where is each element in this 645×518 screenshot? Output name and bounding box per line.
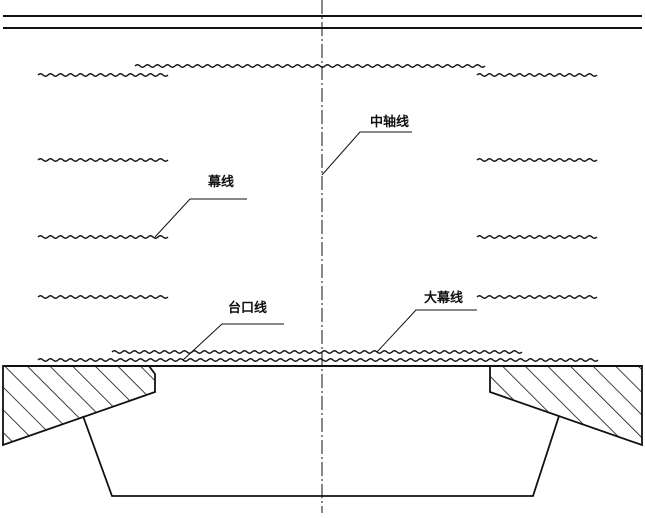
label-curtain-line: 幕线 xyxy=(207,174,234,190)
curtain-line-left-3 xyxy=(37,235,169,239)
curtain-line-left-1 xyxy=(37,73,169,77)
label-center-axis: 中轴线 xyxy=(370,114,409,130)
curtain-line-right-2 xyxy=(476,158,598,162)
leader-curtain-line xyxy=(154,198,247,238)
stage-edge-wave-line xyxy=(37,358,599,362)
curtain-line-left-4 xyxy=(37,295,169,299)
curtain-line-left-2 xyxy=(37,158,169,162)
curtain-line-right-3 xyxy=(476,235,598,239)
curtain-lines-group xyxy=(37,64,599,362)
left-wall-hatched xyxy=(2,365,156,447)
label-stage-edge-line: 台口线 xyxy=(228,300,267,316)
label-main-curtain-line: 大幕线 xyxy=(424,290,463,306)
leader-stage-edge-line xyxy=(182,323,284,361)
leader-center-axis xyxy=(321,131,412,176)
main-curtain-line xyxy=(111,350,523,354)
right-wall-hatched xyxy=(489,365,643,447)
curtain-line-right-4 xyxy=(476,295,598,299)
curtain-line-top-long xyxy=(134,64,486,68)
leader-main-curtain-line xyxy=(376,309,477,353)
orchestra-pit-outline xyxy=(82,415,560,497)
curtain-line-right-1 xyxy=(476,73,598,77)
